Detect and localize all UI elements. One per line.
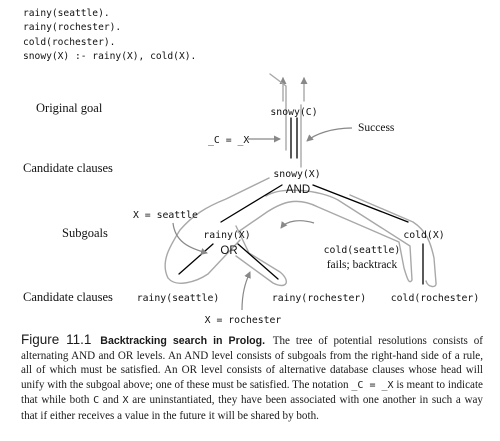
search-path (164, 73, 437, 288)
caption-text: and (102, 394, 119, 407)
caption-text: is meant to indicate that while both (21, 378, 483, 407)
code-line: cold(rochester). (23, 36, 116, 48)
figure-caption: Figure 11.1 Backtracking search in Prolo… (21, 332, 483, 424)
code-line: rainy(rochester). (23, 22, 122, 34)
annotation-arrows (172, 127, 353, 311)
caption-notation: _C = _X (351, 379, 394, 391)
code-line: rainy(seattle). (23, 8, 110, 19)
level-label-original-goal: Original goal (36, 101, 103, 115)
figure-title: Backtracking search in Prolog. (100, 335, 266, 347)
success-arrow (306, 127, 353, 142)
node-rainy-x: rainy(X) (203, 230, 250, 241)
x-seattle-arrow (172, 222, 208, 255)
tree-edges (178, 117, 424, 285)
x-rochester-arrow (241, 271, 251, 311)
node-snowy-x: snowy(X) (273, 169, 320, 180)
search-path-down (269, 73, 287, 151)
success-label: Success (358, 122, 395, 134)
backtrack-arrow (280, 220, 315, 229)
level-label-subgoals: Subgoals (62, 226, 108, 240)
level-label-candidate-clauses: Candidate clauses (23, 161, 113, 175)
node-cold-rochester: cold(rochester) (391, 293, 479, 304)
x-seattle-label: X = seattle (133, 210, 198, 221)
caption-text: The tree of potential resolutions consis… (21, 335, 483, 391)
or-label: OR (220, 245, 237, 257)
node-cold-x: cold(X) (403, 230, 444, 241)
figure-number: Figure 11.1 (21, 332, 92, 347)
fails-backtrack-label: fails; backtrack (327, 259, 398, 271)
code-line: snowy(X) :- rainy(X), cold(X). (23, 51, 197, 63)
caption-var-x: X (122, 395, 129, 407)
prolog-code: rainy(seattle). rainy(rochester). cold(r… (23, 7, 196, 65)
node-rainy-seattle: rainy(seattle) (137, 293, 220, 304)
and-label: AND (286, 184, 310, 196)
level-label-candidate-clauses: Candidate clauses (23, 290, 113, 304)
resolution-tree-diagram: Original goal Candidate clauses Subgoals… (23, 0, 479, 326)
node-snowy-c: snowy(C) (270, 107, 317, 118)
caption-var-c: C (93, 395, 100, 407)
binding-label: _C = _X (208, 135, 249, 146)
node-rainy-rochester: rainy(rochester) (272, 293, 366, 304)
x-rochester-label: X = rochester (205, 315, 282, 326)
cold-seattle-label: cold(seattle) (324, 245, 401, 256)
caption-text: are uninstantiated, they have been assoc… (21, 394, 483, 422)
